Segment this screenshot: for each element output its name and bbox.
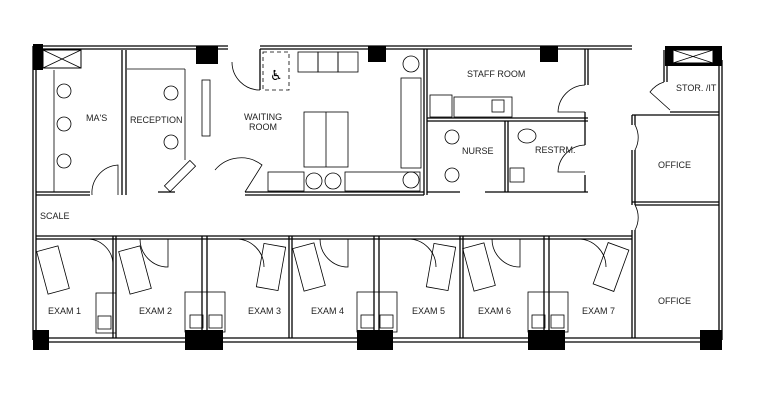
label-waiting-room: ROOM xyxy=(249,122,277,132)
structural-columns xyxy=(33,44,722,350)
label-nurse: NURSE xyxy=(462,146,494,156)
label-exam-1: EXAM 1 xyxy=(48,306,81,316)
label-exam-3: EXAM 3 xyxy=(248,306,281,316)
label-exam-5: EXAM 5 xyxy=(412,306,445,316)
label-exam-7: EXAM 7 xyxy=(582,306,615,316)
label-exam-4: EXAM 4 xyxy=(311,306,344,316)
exam-partitions xyxy=(112,236,550,338)
interior-walls xyxy=(36,49,719,338)
label-waiting: WAITING xyxy=(244,112,282,122)
label-scale: SCALE xyxy=(40,211,70,221)
label-storage-it: STOR. /IT xyxy=(676,83,717,93)
label-office-1: OFFICE xyxy=(658,160,691,170)
label-exam-6: EXAM 6 xyxy=(478,306,511,316)
label-restroom: RESTRM. xyxy=(535,145,576,155)
furniture xyxy=(36,51,630,334)
doors xyxy=(87,61,671,268)
label-staff-room: STAFF ROOM xyxy=(467,69,525,79)
label-exam-2: EXAM 2 xyxy=(139,306,172,316)
exterior-walls xyxy=(32,45,723,343)
label-reception: RECEPTION xyxy=(130,115,183,125)
shaft-boxes xyxy=(42,49,714,69)
label-office-2: OFFICE xyxy=(658,296,691,306)
label-mas: MA'S xyxy=(86,113,107,123)
wheelchair-icon: ♿ xyxy=(270,68,283,84)
